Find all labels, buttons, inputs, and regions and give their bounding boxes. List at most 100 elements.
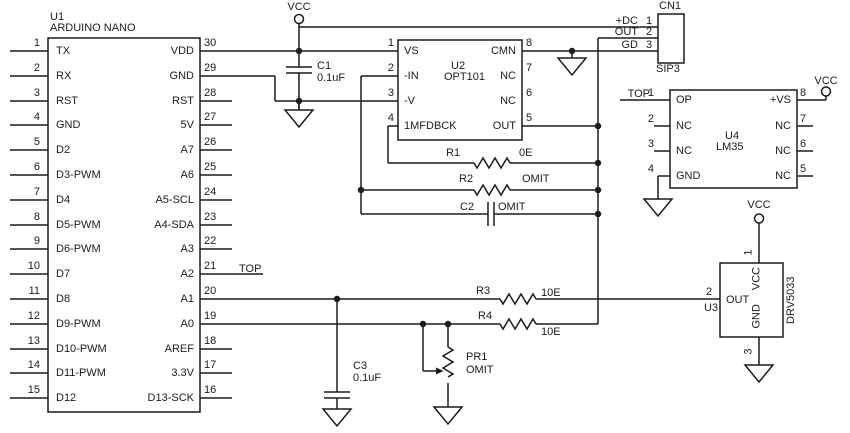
cn1-pin-label: +DC	[615, 15, 638, 27]
u1-left-pin-number: 12	[27, 310, 40, 322]
u1-right-pin-number: 24	[204, 186, 217, 198]
u1-right-pin-number: 28	[204, 87, 217, 99]
u3-pin-number: 1	[742, 249, 755, 256]
u1-right-pin-label: A2	[180, 268, 194, 280]
u2-right-pin-label: CMN	[490, 45, 516, 57]
pr1-zigzag	[441, 346, 455, 378]
u1-right-pin-label: 3.3V	[171, 367, 194, 379]
u1-left-pin-wires	[10, 50, 48, 399]
u1-right-pin-label: A6	[180, 169, 194, 181]
out-net-wires	[522, 37, 658, 324]
u2-left-pin-number: 4	[387, 112, 394, 124]
u1-left-pin-label: GND	[56, 119, 81, 131]
r2-refdes: R2	[459, 173, 474, 185]
u1-right-pin-label: A7	[180, 144, 194, 156]
u1-left-pin-label: D2	[56, 144, 71, 156]
u1-left-pin-label: D10-PWM	[56, 343, 107, 355]
junction-dot	[594, 186, 602, 194]
u1-left-pin-number: 9	[33, 235, 40, 247]
u3-pin-label-gnd: GND	[750, 304, 763, 329]
cn1-pin-label: OUT	[614, 26, 638, 38]
u1-left-pin-label: D5-PWM	[56, 219, 101, 231]
u1-right-pin-number: 22	[204, 235, 217, 247]
junction-dot	[568, 47, 576, 55]
u2-right-pin-number: 7	[526, 62, 533, 74]
pr1-wiper-arrow	[436, 367, 444, 375]
u1-left-pin-label: TX	[56, 45, 71, 57]
c2-refdes: C2	[460, 201, 475, 213]
u1-left-pin-number: 8	[33, 211, 40, 223]
junction-dot	[594, 159, 602, 167]
cn1-refdes: CN1	[659, 0, 682, 12]
u4-left-pin-label: NC	[676, 145, 692, 157]
vcc-net-wires	[200, 23, 658, 67]
u1-right-pin-number: 20	[204, 285, 217, 297]
vcc-net-label: VCC	[747, 199, 771, 211]
u4-left-pin-label: NC	[676, 120, 692, 132]
u1-left-pin-label: D9-PWM	[56, 318, 101, 330]
u1-right-pin-label: A3	[180, 243, 194, 255]
top-net-label: TOP	[627, 88, 650, 100]
u1-left-pin-label: D7	[56, 268, 71, 280]
u4-left-pin-number: 1	[647, 87, 654, 99]
u1-left-pin-label: RST	[56, 95, 78, 107]
u4-left-pin-number: 4	[647, 163, 654, 175]
u4-right-pin-number: 8	[800, 87, 807, 99]
junction-dot	[333, 295, 341, 303]
r1-zigzag	[473, 156, 511, 170]
cn1-pin-number: 1	[646, 15, 653, 27]
u1-left-pin-number: 13	[27, 335, 40, 347]
u4-right-pin-label: NC	[775, 170, 791, 182]
u4-right-pin-number: 7	[800, 113, 807, 125]
u4-right-pin-label: NC	[775, 145, 791, 157]
u2-left-pin-label: -IN	[404, 70, 419, 82]
u2-left-pin-number: 1	[387, 37, 394, 49]
u3-pin-number: 2	[706, 286, 713, 298]
u2-right-pin-number: 8	[526, 37, 533, 49]
u1-left-pin-label: RX	[56, 70, 72, 82]
u4-part-name: LM35	[716, 141, 744, 153]
r2-value: OMIT	[522, 173, 550, 185]
u3-pin-label-vcc: VCC	[750, 266, 763, 291]
u4-right-pin-label: NC	[775, 120, 791, 132]
u1-right-pin-number: 21	[204, 260, 217, 272]
u2-right-pin-number: 5	[526, 112, 533, 124]
u1-left-pin-number: 10	[27, 260, 40, 272]
u1-right-pin-label: A1	[180, 293, 194, 305]
r1-value: 0E	[519, 147, 533, 159]
u1-right-pin-number: 29	[204, 62, 217, 74]
ground-symbol	[283, 101, 315, 129]
u4-left-pin-number: 2	[647, 113, 654, 125]
u4-left-pin-number: 3	[647, 138, 654, 150]
u2-part-name: OPT101	[444, 71, 485, 83]
r1-refdes: R1	[446, 147, 461, 159]
cn1-pin-label: GD	[621, 39, 639, 51]
ground-symbol	[432, 406, 464, 426]
u4-left-pin-label: GND	[676, 170, 701, 182]
pr1-refdes: PR1	[466, 351, 488, 363]
u1-left-pin-number: 3	[33, 87, 40, 99]
u4-right-pin-number: 5	[800, 163, 807, 175]
u1-right-pin-label: AREF	[164, 343, 194, 355]
junction-dot	[594, 122, 602, 130]
u1-left-pin-number: 1	[33, 37, 40, 49]
u1-right-pin-label: A4-SDA	[154, 219, 194, 231]
u1-right-pin-label: GND	[169, 70, 194, 82]
u2-right-pin-number: 6	[526, 87, 533, 99]
u1-right-stub-wires	[200, 100, 263, 399]
junction-dot	[357, 186, 365, 194]
u1-right-pin-number: 25	[204, 161, 217, 173]
c1-plates	[286, 66, 312, 74]
u2-left-pin-label: 1MFDBCK	[404, 120, 457, 132]
u1-right-pin-label: VDD	[170, 45, 194, 57]
c3-wires	[324, 299, 350, 409]
u1-left-pin-label: D6-PWM	[56, 243, 101, 255]
u1-right-pin-number: 18	[204, 335, 217, 347]
u1-right-pin-number: 26	[204, 136, 217, 148]
u1-left-pin-number: 7	[33, 186, 40, 198]
u1-right-pin-label: 5V	[180, 119, 194, 131]
u2-refdes: U2	[451, 60, 466, 72]
u1-right-pin-number: 19	[204, 310, 217, 322]
